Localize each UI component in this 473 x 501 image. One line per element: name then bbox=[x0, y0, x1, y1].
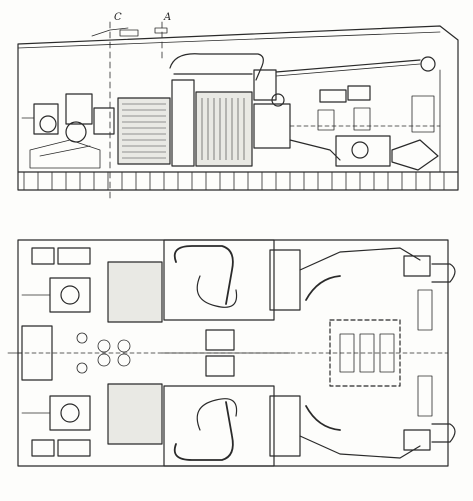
center-block-2 bbox=[205, 355, 235, 377]
engine-turbo-housing bbox=[171, 79, 195, 167]
pump-bottom-rotor bbox=[60, 403, 80, 423]
side-view: C A bbox=[17, 12, 459, 201]
starboard-duct bbox=[305, 405, 341, 431]
left-unit-2 bbox=[65, 93, 93, 125]
deck-hatch-1 bbox=[119, 29, 139, 37]
pump-bottom bbox=[49, 395, 91, 431]
engine-starboard bbox=[107, 383, 163, 445]
deck-hatch-2 bbox=[154, 27, 168, 34]
engine-block-main-fins bbox=[201, 98, 245, 160]
center-block-1 bbox=[205, 329, 235, 351]
intake-box bbox=[253, 69, 277, 101]
pump-top bbox=[49, 277, 91, 313]
side-hull-outline bbox=[17, 25, 459, 191]
drive-shaft bbox=[289, 139, 341, 161]
long-shaft-lower bbox=[275, 63, 421, 77]
bow-unit-bottom-2 bbox=[57, 439, 91, 457]
stern-rail-top bbox=[417, 289, 433, 331]
section-c-label: C bbox=[114, 12, 122, 23]
aft-pulley bbox=[420, 56, 436, 72]
pump-top-rotor bbox=[60, 285, 80, 305]
stern-rail-bottom bbox=[417, 375, 433, 417]
fitting-5 bbox=[117, 339, 131, 353]
aft-unit-2 bbox=[359, 333, 375, 373]
frame-ribs bbox=[23, 171, 445, 191]
aux-tank-2 bbox=[347, 85, 371, 101]
left-unit-3 bbox=[93, 107, 115, 135]
aux-tank-1 bbox=[319, 89, 347, 103]
engine-port-head bbox=[163, 239, 275, 321]
bow-unit-top-2 bbox=[57, 247, 91, 265]
port-coil bbox=[196, 275, 238, 308]
transmission bbox=[335, 135, 391, 167]
aft-compartment bbox=[329, 319, 401, 387]
aux-valve-1 bbox=[317, 109, 335, 131]
stern-valve-top bbox=[403, 255, 431, 277]
bow-unit-bottom bbox=[31, 439, 55, 457]
stern-valve-bottom bbox=[403, 429, 431, 451]
engine-block-front-fins bbox=[122, 103, 166, 159]
starboard-exhaust-loop bbox=[173, 401, 234, 461]
port-drive-line bbox=[299, 247, 421, 271]
engine-block-front bbox=[117, 97, 171, 165]
bow-unit-top bbox=[31, 247, 55, 265]
starboard-drive-line bbox=[299, 435, 421, 459]
fitting-4 bbox=[97, 353, 111, 367]
side-deck-line bbox=[17, 31, 441, 49]
engine-block-main bbox=[195, 91, 253, 167]
fitting-1 bbox=[76, 332, 88, 344]
fitting-3 bbox=[97, 339, 111, 353]
gearbox-cap bbox=[271, 93, 285, 107]
stern-unit bbox=[411, 95, 435, 133]
plan-view bbox=[7, 239, 456, 467]
aft-unit-1 bbox=[339, 333, 355, 373]
section-a-label: A bbox=[163, 12, 171, 23]
engine-starboard-head bbox=[163, 385, 275, 467]
aux-valve-2 bbox=[353, 107, 371, 131]
port-duct bbox=[305, 275, 341, 301]
port-exhaust-loop bbox=[173, 245, 234, 305]
section-leader bbox=[91, 27, 129, 37]
transmission-hub bbox=[351, 141, 369, 159]
gearbox bbox=[253, 103, 291, 149]
exhaust-manifold bbox=[169, 53, 264, 81]
left-bed bbox=[29, 139, 101, 169]
left-pump bbox=[65, 121, 87, 143]
fitting-2 bbox=[76, 362, 88, 374]
stern-pipe-top bbox=[431, 263, 456, 283]
port-gear bbox=[269, 249, 301, 311]
long-shaft bbox=[275, 59, 421, 73]
starboard-coil bbox=[196, 398, 238, 431]
stern-pipe-bottom bbox=[431, 423, 456, 443]
left-flywheel bbox=[39, 115, 57, 133]
starboard-gear bbox=[269, 395, 301, 457]
left-unit-1 bbox=[33, 103, 59, 135]
final-drive bbox=[391, 139, 439, 171]
left-strut bbox=[39, 145, 91, 157]
fitting-6 bbox=[117, 353, 131, 367]
aft-unit-3 bbox=[379, 333, 395, 373]
engine-port bbox=[107, 261, 163, 323]
